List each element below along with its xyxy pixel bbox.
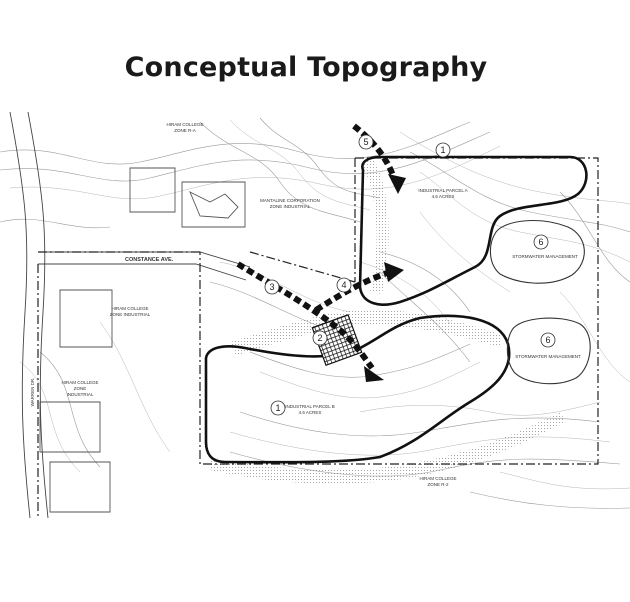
arrowhead-3 <box>364 366 384 382</box>
site-plan-map: 1 1 2 3 4 5 6 6 HIRAM COLLEGE ZONE R-A M… <box>0 112 630 518</box>
label-hiram-north: HIRAM COLLEGE <box>166 122 203 127</box>
label-mantaline: MANTALINE CORPORATION <box>260 198 320 203</box>
label-parcel-a-area: 4.6 ACRES <box>432 194 455 199</box>
industrial-parcel-b-outline <box>204 314 511 464</box>
label-hiram-west: HIRAM COLLEGE <box>111 306 148 311</box>
arrow-3 <box>236 261 375 370</box>
label-zone-west: ZONE INDUSTRIAL <box>110 312 151 317</box>
label-mantaline-zone: ZONE INDUSTRIAL <box>270 204 311 209</box>
arrow-5 <box>352 123 397 180</box>
arrowhead-5 <box>388 174 406 194</box>
stream-crossing-hatch <box>311 313 363 367</box>
marker-5: 5 <box>363 137 368 147</box>
marker-3: 3 <box>269 282 274 292</box>
stormwater-basin-north <box>489 220 585 284</box>
label-zone-north: ZONE R-A <box>174 128 196 133</box>
label-parcel-b-area: 4.6 ACRES <box>299 410 322 415</box>
page-title: Conceptual Topography <box>124 52 488 83</box>
label-parcel-b: INDUSTRIAL PARCEL B <box>285 404 335 409</box>
label-zone-sw-b: INDUSTRIAL <box>67 392 94 397</box>
reference-markers <box>264 134 556 416</box>
label-hiram-south: HIRAM COLLEGE <box>419 476 456 481</box>
marker-1-parcel-a: 1 <box>440 145 445 155</box>
steep-slope-band <box>210 160 566 484</box>
marker-1-parcel-b: 1 <box>275 403 280 413</box>
label-stormwater-south: STORMWATER MANAGEMENT <box>515 354 581 359</box>
label-zone-sw-a: ZONE <box>74 386 87 391</box>
marker-6-south: 6 <box>545 335 550 345</box>
marker-2: 2 <box>317 333 322 343</box>
label-road-west: WARREN DR. <box>30 378 35 407</box>
label-constance-ave: CONSTANCE AVE. <box>125 257 174 263</box>
stormwater-basin-south <box>506 317 591 385</box>
industrial-parcel-a-outline <box>358 155 588 306</box>
existing-buildings <box>39 167 246 513</box>
arrow-heads <box>364 174 406 382</box>
label-parcel-a: INDUSTRIAL PARCEL A <box>418 188 467 193</box>
marker-6-north: 6 <box>538 237 543 247</box>
label-stormwater-north: STORMWATER MANAGEMENT <box>512 254 578 259</box>
label-zone-south: ZONE R-2 <box>427 482 448 487</box>
label-hiram-sw: HIRAM COLLEGE <box>61 380 98 385</box>
marker-4: 4 <box>341 280 346 290</box>
arrowhead-4 <box>384 262 404 282</box>
